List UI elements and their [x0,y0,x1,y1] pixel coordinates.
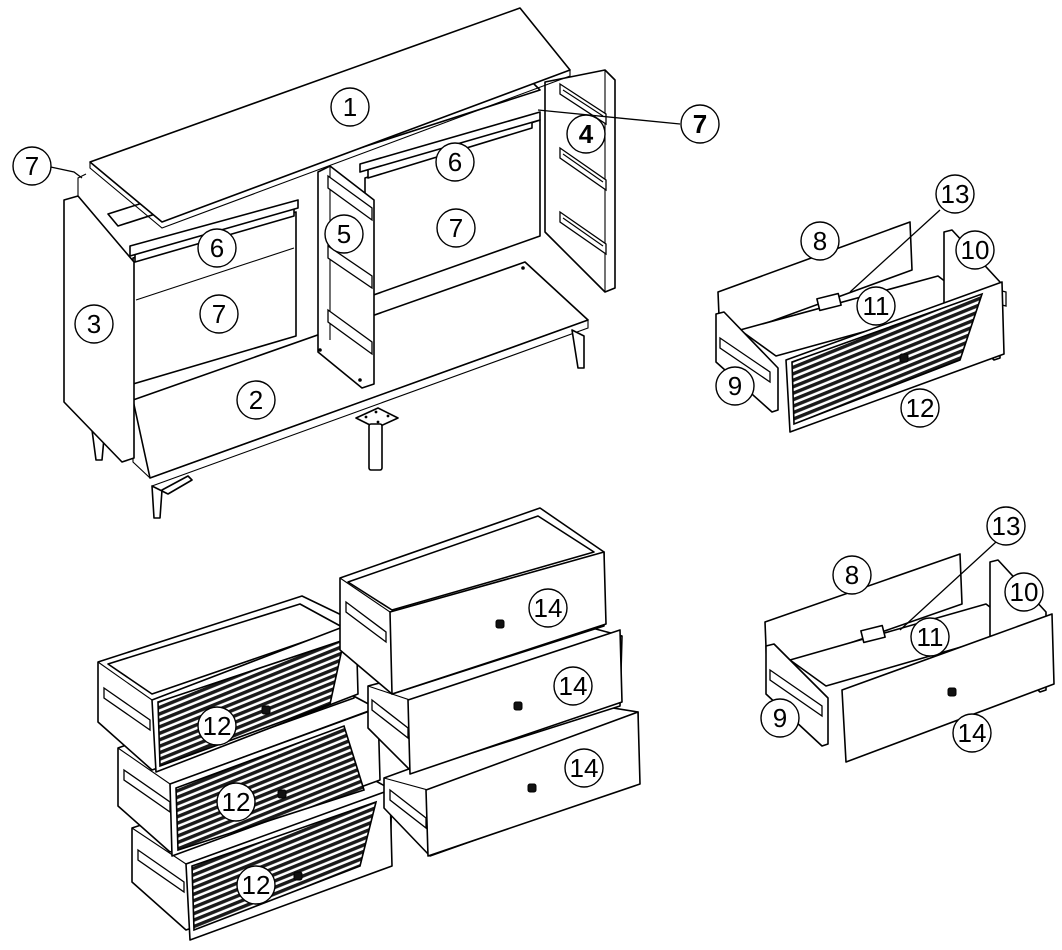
callout-shelf-left: 6 [197,228,237,268]
callout-side-left: 3 [74,304,114,344]
callout-stack-right-2-label: 14 [559,671,588,701]
callout-drawer-b-back: 8 [832,555,872,595]
callout-back-left: 7 [199,294,239,334]
callout-stack-left-1-label: 12 [203,711,232,741]
callout-drawer-a-clip: 13 [935,174,975,214]
callout-stack-right-3: 14 [564,748,604,788]
callout-stack-left-3: 12 [236,865,276,905]
drawer-a-front [785,281,1005,433]
callout-drawer-a-bottom: 11 [856,286,896,326]
callout-drawer-a-side-right: 10 [955,230,995,270]
callout-drawer-b-side-right-label: 10 [1010,577,1039,607]
leader-lines [45,109,997,631]
callout-stack-right-2: 14 [553,666,593,706]
callout-drawer-a-back: 8 [800,221,840,261]
callout-drawer-b-back-label: 8 [845,560,859,590]
callout-side-right-label: 4 [579,119,594,149]
callout-back-right: 7 [436,208,476,248]
callout-top: 1 [330,87,370,127]
callout-side-right: 4 [566,114,606,154]
callout-drawer-b-side-right: 10 [1004,572,1044,612]
callout-drawer-b-bottom: 11 [910,617,950,657]
drawer-stack-plain [339,507,641,857]
callout-shelf-left-label: 6 [210,233,224,263]
callouts: 1 2 3 4 5 6 6 7 [12,87,1044,905]
callout-shelf-right-label: 6 [448,147,462,177]
callout-drawer-a-clip-label: 13 [941,179,970,209]
plain-drawer-3 [383,703,641,857]
callout-stack-right-1-label: 14 [534,593,563,623]
callout-stack-left-2-label: 12 [222,787,251,817]
middle-support-leg [355,407,399,471]
callout-drawer-b-front: 14 [952,713,992,753]
drawer-stack-hatched [97,595,393,941]
callout-shelf-right: 6 [435,142,475,182]
callout-top-label: 1 [343,92,357,122]
middle-partition [317,165,375,389]
drawer-runner-right-2 [559,146,607,192]
plain-drawer-1 [339,507,607,695]
callout-stack-right-1: 14 [528,588,568,628]
callout-back-top-left-label: 7 [25,151,39,181]
plain-drawer-2 [367,627,623,775]
callout-stack-right-3-label: 14 [570,753,599,783]
drawer-b-left-side [765,643,829,747]
callout-back-top-left: 7 [12,146,52,186]
top-panel [89,7,571,229]
callout-drawer-a-back-label: 8 [813,226,827,256]
cabinet-exploded-view [63,7,616,519]
drawer-runner-right-1 [559,82,607,126]
callout-back-left-label: 7 [212,299,226,329]
callout-bottom: 2 [236,380,276,420]
callout-drawer-a-side-left-label: 9 [728,371,742,401]
callout-side-left-label: 3 [87,309,101,339]
callout-back-top-right-label: 7 [693,109,707,139]
callout-stack-left-2: 12 [216,782,256,822]
callout-middle-partition-label: 5 [337,219,351,249]
callout-drawer-b-front-label: 14 [958,718,987,748]
drawer-b-front [841,613,1055,763]
callout-back-right-label: 7 [449,213,463,243]
callout-drawer-b-bottom-label: 11 [917,622,944,652]
callout-back-top-right: 7 [680,104,720,144]
drawer-a-left-side [715,311,779,413]
callout-drawer-a-side-right-label: 10 [961,235,990,265]
callout-drawer-a-front-label: 12 [906,393,935,423]
drawer-a-exploded [715,221,1007,433]
callout-drawer-b-side-left: 9 [760,698,800,738]
drawer-b-exploded [764,553,1055,763]
callout-drawer-b-clip: 13 [986,506,1026,546]
callout-drawer-a-side-left: 9 [715,366,755,406]
callout-drawer-b-clip-label: 13 [992,511,1021,541]
callout-middle-partition: 5 [324,214,364,254]
callout-drawer-b-side-left-label: 9 [773,703,787,733]
callout-drawer-a-bottom-label: 11 [863,291,890,321]
callout-stack-left-1: 12 [197,706,237,746]
drawer-runner-right-3 [559,210,607,256]
callout-stack-left-3-label: 12 [242,870,271,900]
callout-bottom-label: 2 [249,385,263,415]
side-panel-right [544,69,616,293]
callout-drawer-a-front: 12 [900,388,940,428]
